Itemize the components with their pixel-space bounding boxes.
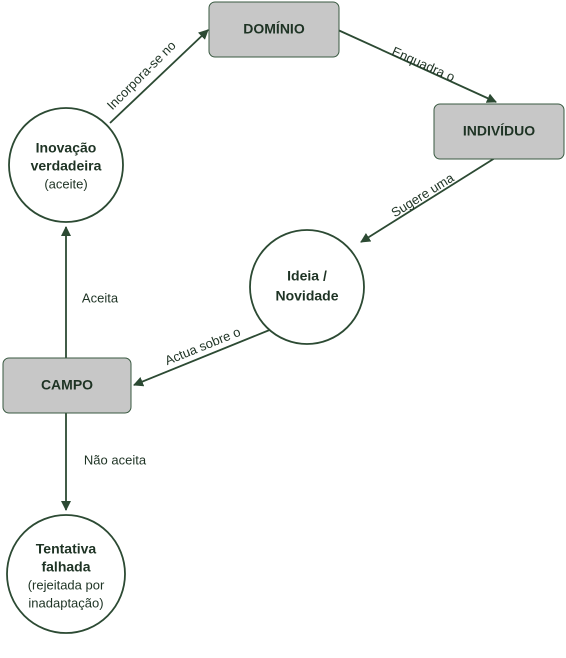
arrow-individuo-to-ideia	[360, 157, 496, 243]
node-dominio: DOMÍNIO	[208, 1, 340, 58]
node-tentativa: Tentativa falhada (rejeitada por inadapt…	[6, 514, 126, 634]
edge-label-enquadra: Enquadra o	[390, 44, 458, 85]
arrow-ideia-to-campo	[133, 328, 273, 387]
node-tentativa-line1: Tentativa	[36, 541, 97, 557]
node-campo-label: CAMPO	[41, 377, 93, 393]
node-ideia-line2: Novidade	[275, 288, 338, 304]
node-individuo: INDIVÍDUO	[433, 103, 565, 160]
node-tentativa-line2: falhada	[41, 559, 90, 575]
node-campo: CAMPO	[2, 357, 132, 414]
edge-label-sugere: Sugere uma	[388, 170, 457, 221]
edge-label-aceita: Aceita	[82, 290, 119, 305]
node-ideia-line1: Ideia /	[287, 268, 327, 284]
node-inovacao-line1: Inovação	[36, 140, 97, 156]
node-individuo-label: INDIVÍDUO	[463, 123, 535, 139]
node-inovacao-line2: verdadeira	[31, 158, 102, 174]
node-ideia: Ideia / Novidade	[249, 229, 365, 345]
node-inovacao: Inovação verdadeira (aceite)	[8, 107, 124, 223]
node-tentativa-line3: (rejeitada por	[28, 577, 105, 592]
edge-label-incorpora: Incorpora-se no	[104, 38, 179, 113]
node-dominio-label: DOMÍNIO	[243, 21, 305, 37]
arrow-dominio-to-individuo	[337, 29, 497, 103]
arrow-inovacao-to-dominio	[109, 29, 209, 124]
node-tentativa-line4: inadaptação)	[28, 595, 103, 610]
node-inovacao-line3: (aceite)	[44, 176, 87, 191]
edge-label-nao-aceita: Não aceita	[84, 452, 147, 467]
